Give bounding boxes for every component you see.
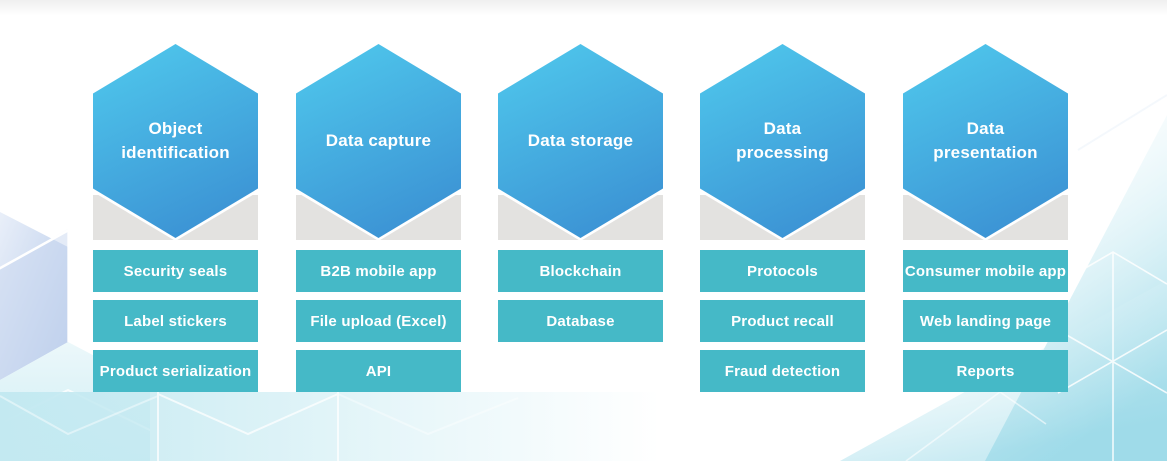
stage-item-label: File upload (Excel) <box>310 312 447 330</box>
stage-item-blockchain: Blockchain <box>498 250 663 292</box>
stage-item-product-serialization: Product serialization <box>93 350 258 392</box>
stage-item-file-upload-excel: File upload (Excel) <box>296 300 461 342</box>
stage-item-label: Database <box>546 312 615 330</box>
stage-item-label: Security seals <box>123 262 228 280</box>
stage-item-label: Product serialization <box>99 362 252 380</box>
hexagon-label: Data processing <box>736 119 829 162</box>
stage-item-label: Protocols <box>747 262 818 280</box>
stage-item-reports: Reports <box>903 350 1068 392</box>
stage-item-web-landing-page: Web landing page <box>903 300 1068 342</box>
stage-item-label: B2B mobile app <box>320 262 437 280</box>
hexagon-label: Data presentation <box>933 119 1038 162</box>
stage-item-protocols: Protocols <box>700 250 865 292</box>
stage-item-label-stickers: Label stickers <box>93 300 258 342</box>
stage-item-product-recall: Product recall <box>700 300 865 342</box>
stage-item-b2b-mobile-app: B2B mobile app <box>296 250 461 292</box>
hexagon-label: Object identification <box>121 119 230 162</box>
hexagon-label: Data storage <box>527 131 634 151</box>
stage-item-label: Web landing page <box>919 312 1052 330</box>
stage-item-api: API <box>296 350 461 392</box>
stage-item-label: Reports <box>956 362 1015 380</box>
stage-item-label: Product recall <box>731 312 834 330</box>
bottom-left-pattern <box>0 390 660 461</box>
stage-item-fraud-detection: Fraud detection <box>700 350 865 392</box>
stage-item-consumer-mobile-app: Consumer mobile app <box>903 250 1068 292</box>
stage-item-security-seals: Security seals <box>93 250 258 292</box>
stage-item-label: Fraud detection <box>724 362 841 380</box>
stage-item-label: Blockchain <box>539 262 622 280</box>
stage-item-database: Database <box>498 300 663 342</box>
hexagon-label: Data capture <box>325 131 432 151</box>
stage-item-label: Consumer mobile app <box>904 262 1067 280</box>
stage-item-label: Label stickers <box>124 312 227 330</box>
stage-item-label: API <box>365 362 392 380</box>
